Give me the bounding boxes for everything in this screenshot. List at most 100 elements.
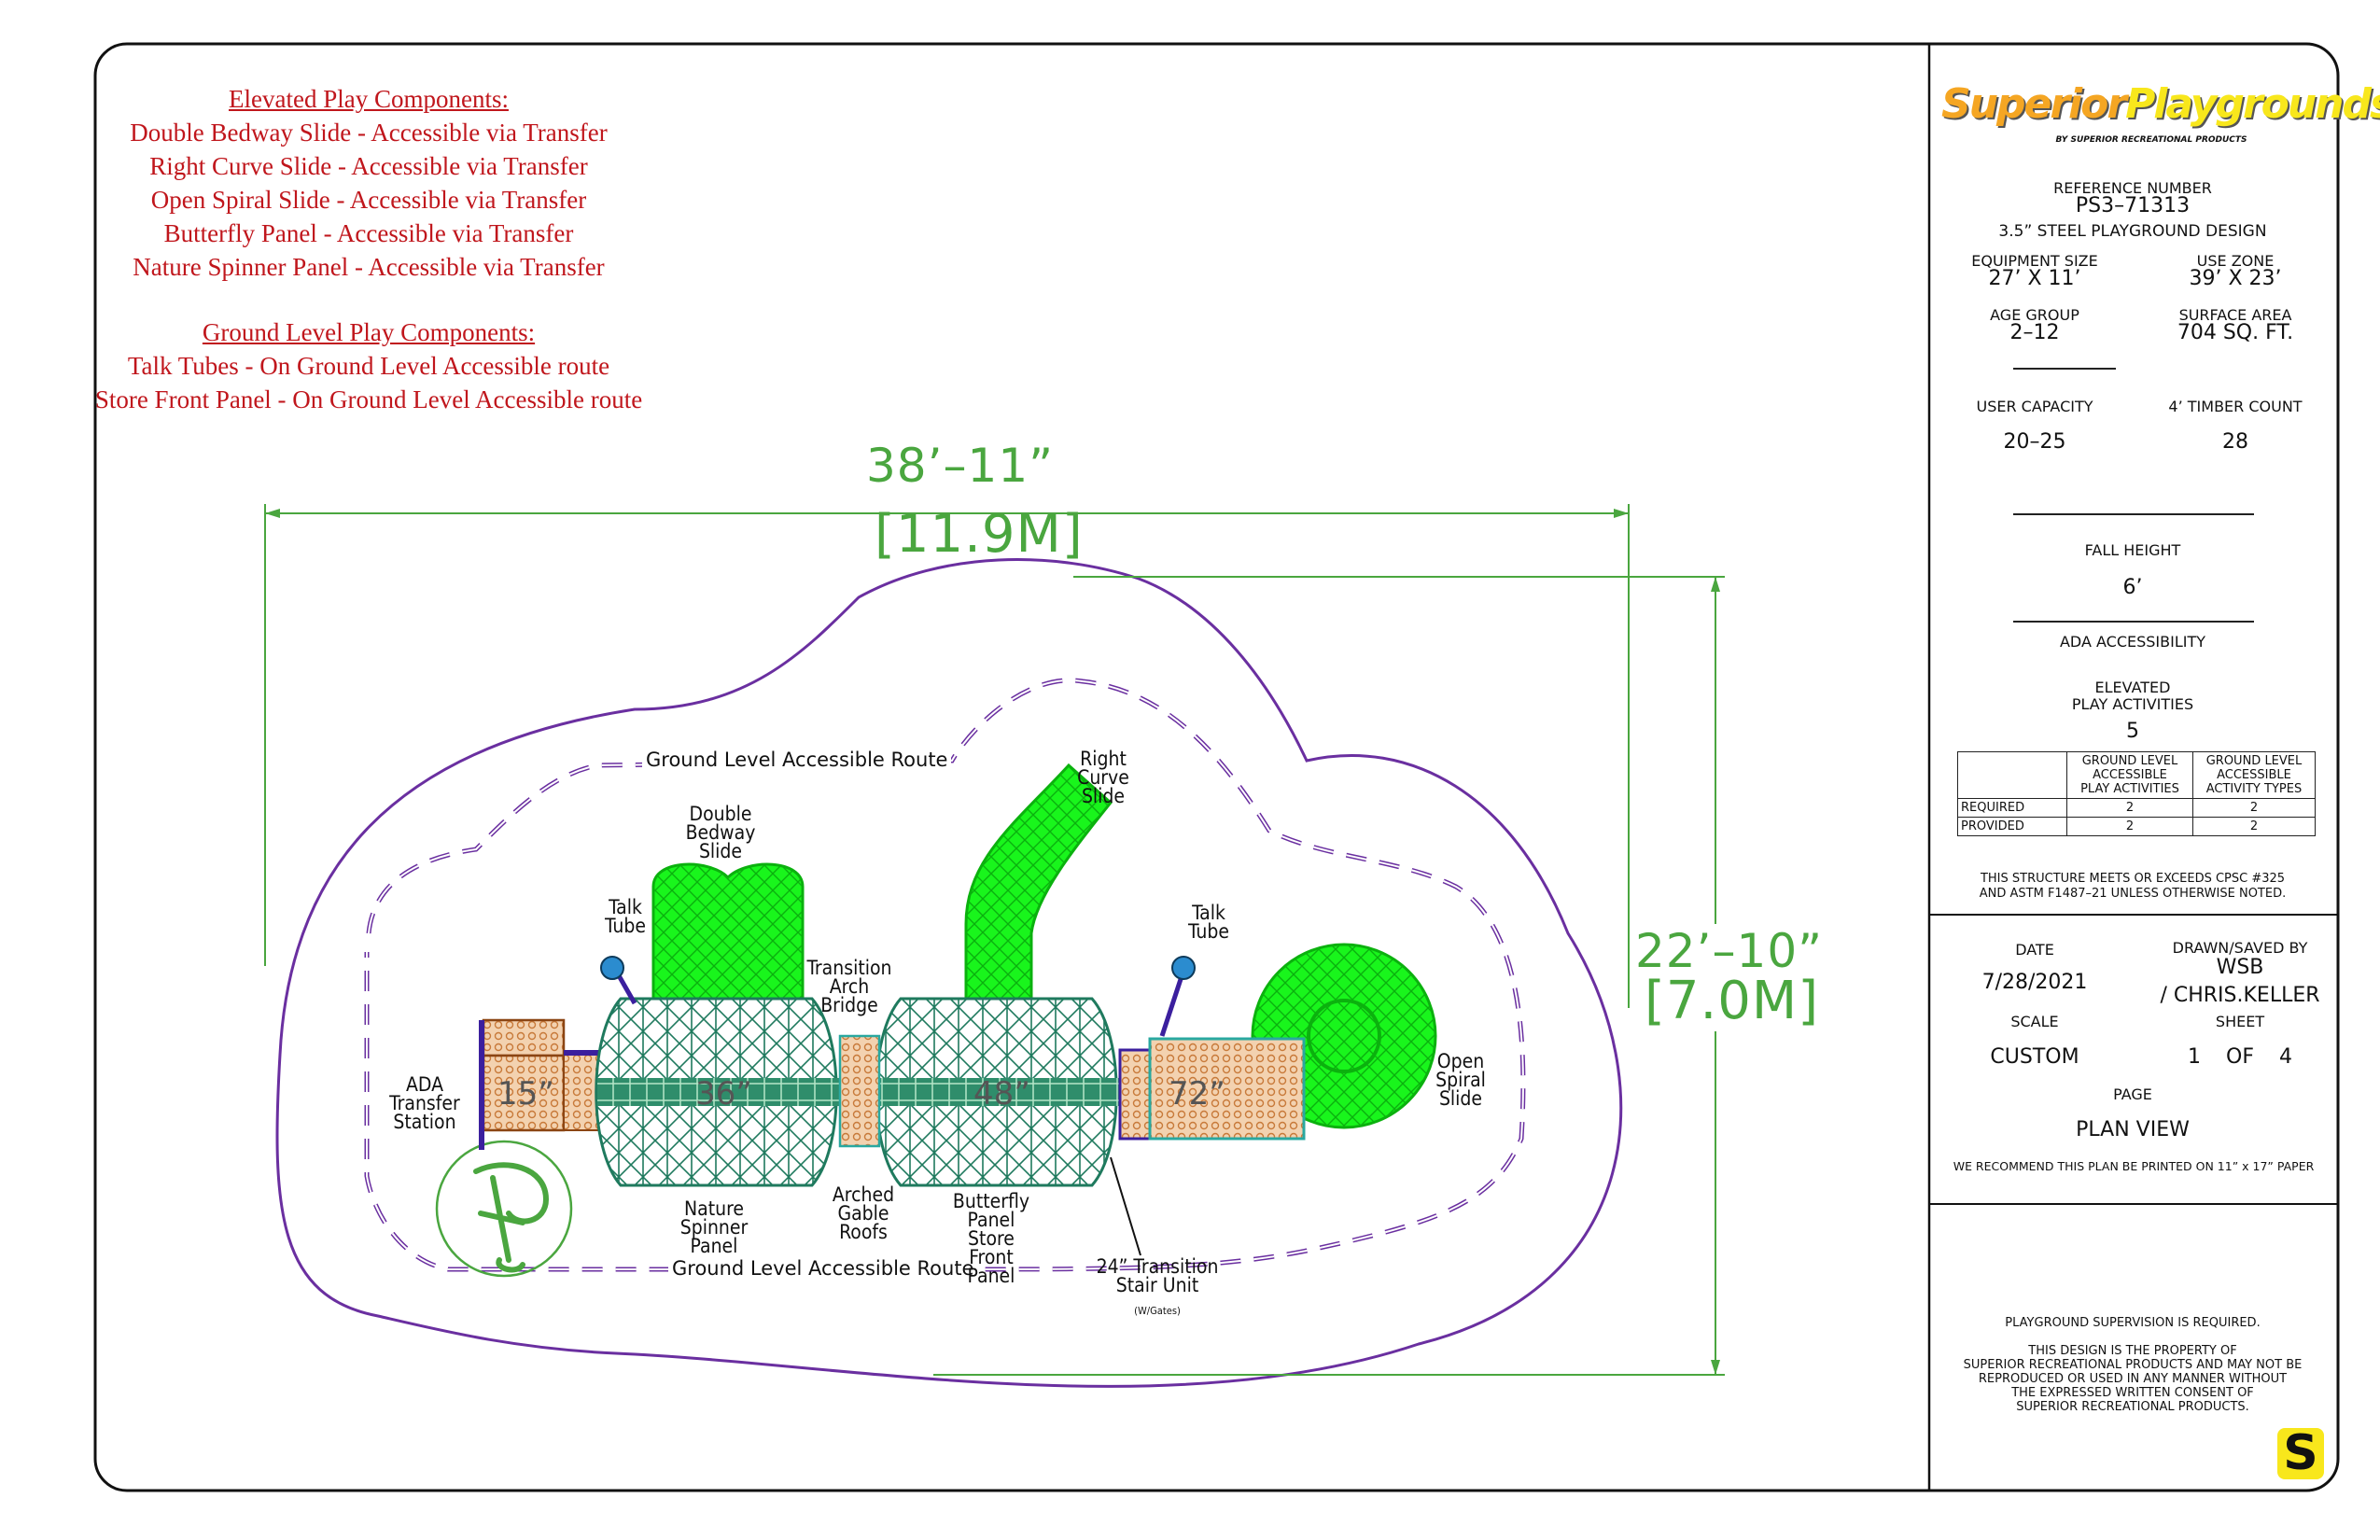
deck-height-48: 48”	[973, 1075, 1030, 1113]
stair-connector	[1118, 1048, 1152, 1141]
timber-count: 28	[2222, 430, 2248, 454]
brand-logo: SuperiorPlaygrounds	[1941, 80, 2380, 128]
fall-height: 6’	[2122, 576, 2143, 599]
elevated-activities-count: 5	[2126, 720, 2139, 743]
sheet-border	[93, 42, 2340, 1492]
brand-tagline: BY SUPERIOR RECREATIONAL PRODUCTS	[2055, 135, 2247, 145]
width-dimension-m: [11.9M]	[875, 504, 1084, 565]
deck-height-15: 15”	[497, 1075, 554, 1113]
talk-tube-left-icon	[600, 956, 624, 980]
double-bedway-slide	[651, 862, 805, 1005]
elevated-activities-label-2: PLAY ACTIVITIES	[2071, 695, 2194, 713]
drawn-by-2: / CHRIS.KELLER	[2160, 984, 2320, 1007]
accessible-route-inner	[366, 679, 1524, 1270]
talk-tube-right-stem	[1159, 970, 1186, 1037]
surface-area: 704 SQ. FT.	[2177, 321, 2294, 344]
age-group: 2–12	[2009, 321, 2060, 344]
transfer-station-deck	[482, 1054, 566, 1132]
equipment-size-label: EQUIPMENT SIZE	[1971, 252, 2098, 270]
elevated-item: Right Curve Slide - Accessible via Trans…	[149, 152, 588, 180]
label-ada-transfer-station: ADA Transfer Station	[389, 1073, 460, 1133]
label-stair-gates: (W/Gates)	[1134, 1305, 1181, 1317]
label-transition-arch-bridge: Transition Arch Bridge	[806, 957, 892, 1016]
deck-height-36: 36”	[695, 1075, 752, 1113]
label-butterfly-store-front-panel: Butterfly Panel Store Front Panel	[952, 1190, 1030, 1287]
reference-number: PS3–71313	[2075, 194, 2191, 217]
label-open-spiral-slide: Open Spiral Slide	[1435, 1050, 1486, 1110]
elevated-item: Double Bedway Slide - Accessible via Tra…	[130, 119, 608, 147]
transfer-station-step	[563, 1052, 602, 1131]
table-row: REQUIRED 2 2	[1957, 798, 2317, 818]
drawn-by-1: WSB	[2216, 956, 2264, 979]
surface-area-label: SURFACE AREA	[2178, 306, 2292, 324]
rule	[2013, 513, 2254, 515]
elevated-item: Nature Spinner Panel - Accessible via Tr…	[133, 253, 605, 281]
nature-spinner-emblem	[473, 1162, 550, 1273]
label-talk-tube-left: Talk Tube	[605, 896, 646, 937]
label-arched-gable-roofs: Arched Gable Roofs	[832, 1183, 895, 1243]
scale-label: SCALE	[2010, 1013, 2059, 1030]
property-notice: THIS DESIGN IS THE PROPERTY OF SUPERIOR …	[1963, 1344, 2303, 1414]
elevated-item: Butterfly Panel - Accessible via Transfe…	[163, 219, 574, 247]
use-zone: 39’ X 23’	[2189, 267, 2282, 290]
ada-col-activities: GROUND LEVEL ACCESSIBLE PLAY ACTIVITIES	[2066, 751, 2193, 799]
notes-block: Elevated Play Components: Double Bedway …	[0, 82, 737, 416]
sheet-label: SHEET	[2215, 1013, 2265, 1030]
stair-unit-leader	[1110, 1156, 1141, 1256]
use-zone-label: USE ZONE	[2196, 252, 2275, 270]
date-label: DATE	[2015, 941, 2054, 959]
open-spiral-slide-hub	[1307, 999, 1381, 1073]
compliance-line-1: THIS STRUCTURE MEETS OR EXCEEDS CPSC #32…	[1980, 872, 2286, 886]
sheet-number: 1 OF 4	[2188, 1045, 2292, 1069]
ada-accessibility-label: ADA ACCESSIBILITY	[2059, 633, 2206, 651]
walkway-strip-right	[877, 1078, 1120, 1106]
ground-item: Store Front Panel - On Ground Level Acce…	[94, 385, 643, 413]
depth-dimension-m: [7.0M]	[1645, 971, 1820, 1031]
ground-heading: Ground Level Play Components:	[202, 318, 536, 346]
depth-dimension-ft: 22’–10”	[1635, 924, 1824, 978]
footer-logo: S	[2283, 1425, 2318, 1481]
user-capacity-label: USER CAPACITY	[1976, 398, 2093, 415]
ground-item: Talk Tubes - On Ground Level Accessible …	[127, 352, 610, 380]
rule	[2013, 368, 2116, 370]
elevated-heading: Elevated Play Components:	[229, 85, 509, 113]
page-name: PLAN VIEW	[2076, 1118, 2190, 1141]
deck-72	[1148, 1037, 1306, 1141]
scale: CUSTOM	[1990, 1045, 2079, 1069]
label-transition-stair-unit: 24” Transition Stair Unit	[1096, 1255, 1219, 1296]
route-label-top: Ground Level Accessible Route	[642, 749, 952, 771]
ada-col-types: GROUND LEVEL ACCESSIBLE ACTIVITY TYPES	[2191, 751, 2317, 799]
user-capacity: 20–25	[2003, 430, 2066, 454]
reference-label: REFERENCE NUMBER	[2053, 179, 2212, 197]
design-type: 3.5” STEEL PLAYGROUND DESIGN	[1998, 222, 2267, 241]
equipment-size: 27’ X 11’	[1988, 267, 2081, 290]
deck-height-72: 72”	[1169, 1075, 1225, 1113]
page-label: PAGE	[2113, 1085, 2152, 1103]
timber-count-label: 4’ TIMBER COUNT	[2168, 398, 2303, 415]
print-note: WE RECOMMEND THIS PLAN BE PRINTED ON 11”…	[1953, 1159, 2315, 1173]
use-zone-outline	[275, 558, 1623, 1388]
route-label-bottom: Ground Level Accessible Route	[668, 1257, 978, 1280]
ada-table: GROUND LEVEL ACCESSIBLE PLAY ACTIVITIES …	[1957, 751, 2317, 836]
label-talk-tube-right: Talk Tube	[1188, 902, 1229, 943]
elevated-item: Open Spiral Slide - Accessible via Trans…	[150, 186, 587, 214]
brand-superior: Superior	[1941, 80, 2127, 128]
table-row: PROVIDED 2 2	[1957, 817, 2317, 836]
label-right-curve-slide: Right Curve Slide	[1077, 748, 1129, 807]
date: 7/28/2021	[1981, 971, 2088, 994]
label-nature-spinner-panel: Nature Spinner Panel	[679, 1197, 749, 1257]
fall-height-label: FALL HEIGHT	[2084, 541, 2181, 559]
elevated-activities-label-1: ELEVATED	[2094, 679, 2171, 696]
drawn-by-label: DRAWN/SAVED BY	[2172, 939, 2308, 957]
nature-spinner-ring	[435, 1140, 573, 1278]
talk-tube-right-icon	[1171, 956, 1196, 980]
supervision-note: PLAYGROUND SUPERVISION IS REQUIRED.	[2005, 1316, 2261, 1330]
rule	[2013, 621, 2254, 623]
walkway-strip-left	[597, 1078, 840, 1106]
label-double-bedway-slide: Double Bedway Slide	[685, 803, 756, 862]
footer-logo-badge	[2277, 1428, 2324, 1479]
transition-arch-bridge	[838, 1034, 881, 1148]
right-curve-slide	[964, 763, 1113, 1005]
width-dimension-ft: 38’–11”	[859, 439, 1062, 493]
